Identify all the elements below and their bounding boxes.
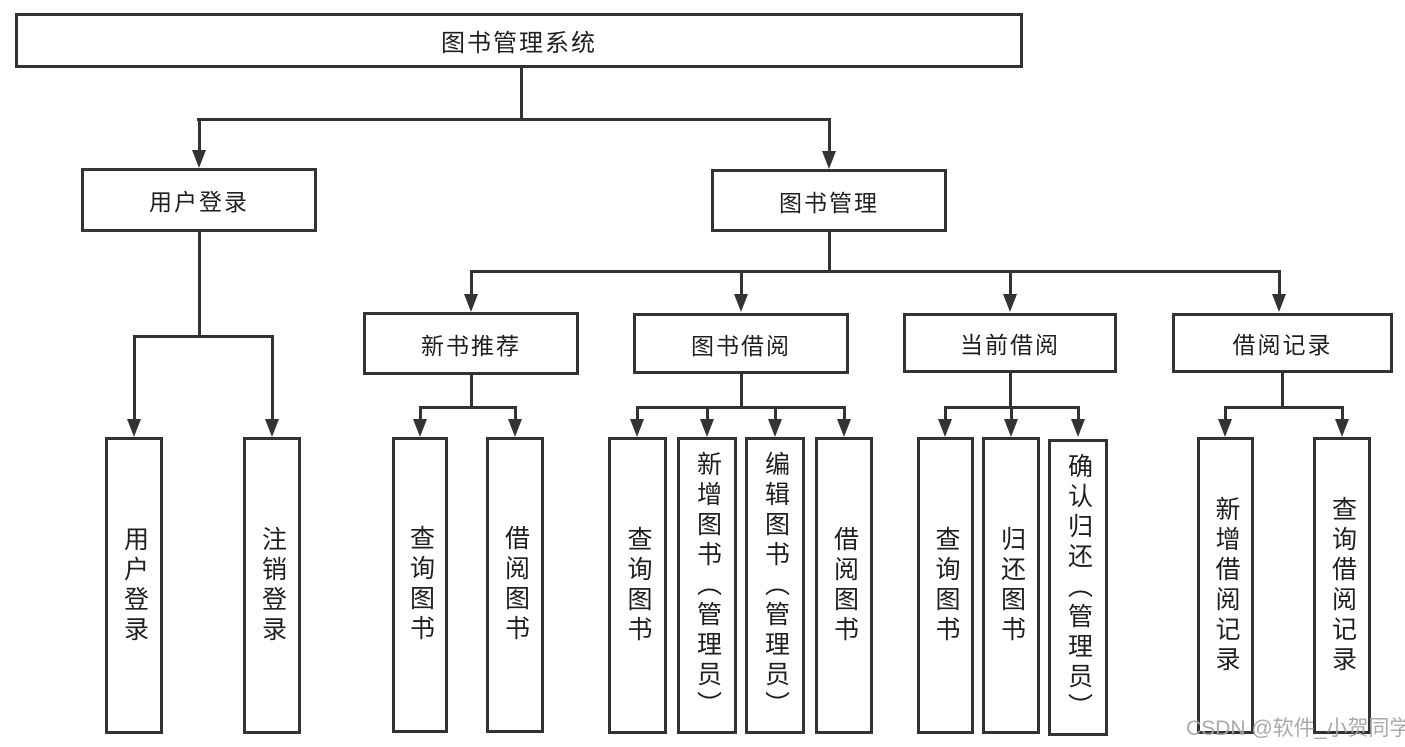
node-user-login-label: 用户登录 bbox=[149, 189, 249, 215]
connector-userlogin-stem bbox=[198, 232, 201, 337]
arrow-borrowing bbox=[734, 294, 748, 312]
connector-drop-borrowing bbox=[740, 270, 743, 294]
arrow-c2 bbox=[700, 419, 714, 437]
node-current-borrowing-label: 当前借阅 bbox=[960, 332, 1060, 358]
leaf-query-books-current-label: 查询图书 bbox=[932, 525, 960, 646]
connector-drop-c2 bbox=[706, 406, 709, 419]
arrow-e1 bbox=[1218, 419, 1232, 437]
leaf-query-borrow-record: 查询借阅记录 bbox=[1313, 437, 1371, 734]
connector-borrowing-split bbox=[636, 406, 846, 409]
node-book-management: 图书管理 bbox=[711, 169, 947, 232]
leaf-add-books-admin: 新增图书（管理员） bbox=[677, 437, 737, 734]
connector-drop-e1 bbox=[1224, 406, 1227, 419]
leaf-query-books-recommend: 查询图书 bbox=[392, 437, 448, 733]
leaf-query-borrow-record-label: 查询借阅记录 bbox=[1328, 495, 1357, 676]
connector-drop-b2 bbox=[514, 406, 517, 419]
connector-borrowing-stem bbox=[740, 374, 743, 408]
arrow-d1 bbox=[938, 419, 952, 437]
leaf-query-books-borrowing-label: 查询图书 bbox=[624, 525, 652, 646]
connector-drop-d2 bbox=[1010, 406, 1013, 419]
arrow-b2 bbox=[508, 419, 522, 437]
connector-newbook-stem bbox=[470, 375, 473, 408]
node-current-borrowing: 当前借阅 bbox=[903, 313, 1117, 373]
connector-current-stem bbox=[1009, 373, 1012, 408]
node-book-borrowing: 图书借阅 bbox=[633, 313, 849, 374]
connector-drop-new-book bbox=[470, 270, 473, 294]
arrow-current bbox=[1003, 294, 1017, 312]
leaf-borrow-books-recommend: 借阅图书 bbox=[486, 437, 544, 733]
node-root-label: 图书管理系统 bbox=[441, 30, 597, 57]
connector-newbook-split bbox=[419, 406, 517, 409]
connector-drop-c3 bbox=[774, 406, 777, 419]
leaf-return-books: 归还图书 bbox=[982, 437, 1040, 734]
leaf-user-login-label: 用户登录 bbox=[120, 525, 149, 646]
leaf-query-books-borrowing: 查询图书 bbox=[608, 437, 667, 734]
connector-root-stem bbox=[520, 68, 523, 120]
leaf-borrow-books: 借阅图书 bbox=[815, 437, 873, 734]
arrow-book-mgmt bbox=[822, 151, 836, 169]
leaf-borrow-books-label: 借阅图书 bbox=[830, 525, 859, 646]
leaf-logout: 注销登录 bbox=[243, 437, 301, 734]
leaf-add-borrow-record-label: 新增借阅记录 bbox=[1212, 495, 1240, 676]
connector-drop-user-login bbox=[198, 118, 201, 152]
connector-root-split bbox=[197, 118, 831, 121]
connector-drop-c1 bbox=[636, 406, 639, 419]
connector-userlogin-split bbox=[133, 335, 274, 338]
node-borrowing-records: 借阅记录 bbox=[1172, 313, 1393, 373]
connector-drop-e2 bbox=[1341, 406, 1344, 419]
node-user-login: 用户登录 bbox=[81, 168, 317, 232]
leaf-add-borrow-record: 新增借阅记录 bbox=[1197, 437, 1254, 734]
arrow-c1 bbox=[630, 419, 644, 437]
connector-drop-d3 bbox=[1077, 406, 1080, 419]
arrow-leaf-login bbox=[127, 419, 141, 437]
connector-drop-book-mgmt bbox=[828, 118, 831, 153]
csdn-watermark: CSDN @软件_小贺同学 bbox=[1186, 717, 1405, 740]
leaf-query-books-recommend-label: 查询图书 bbox=[406, 525, 435, 645]
leaf-edit-books-admin: 编辑图书（管理员） bbox=[745, 437, 805, 734]
arrow-records bbox=[1272, 294, 1286, 312]
leaf-query-books-current: 查询图书 bbox=[917, 437, 974, 734]
node-book-borrowing-label: 图书借阅 bbox=[691, 332, 791, 359]
connector-drop-leaf-login bbox=[133, 335, 136, 419]
leaf-add-books-admin-label: 新增图书（管理员） bbox=[693, 450, 722, 721]
connector-drop-c4 bbox=[843, 406, 846, 419]
arrow-leaf-logout bbox=[265, 419, 279, 437]
connector-drop-d1 bbox=[944, 406, 947, 419]
arrow-user-login bbox=[192, 150, 206, 168]
node-book-management-label: 图书管理 bbox=[779, 189, 879, 216]
arrow-c3 bbox=[768, 419, 782, 437]
arrow-d2 bbox=[1004, 419, 1018, 437]
leaf-return-books-label: 归还图书 bbox=[997, 525, 1026, 646]
arrow-new-book bbox=[464, 294, 478, 312]
leaf-borrow-books-recommend-label: 借阅图书 bbox=[501, 525, 530, 645]
node-borrowing-records-label: 借阅记录 bbox=[1232, 332, 1333, 358]
leaf-logout-label: 注销登录 bbox=[258, 525, 287, 646]
node-new-book-recommend-label: 新书推荐 bbox=[421, 332, 521, 359]
leaf-confirm-return-admin: 确认归还（管理员） bbox=[1048, 439, 1108, 736]
connector-drop-current bbox=[1009, 270, 1012, 294]
connector-drop-records bbox=[1278, 270, 1281, 294]
leaf-edit-books-admin-label: 编辑图书（管理员） bbox=[761, 450, 790, 721]
connector-bookmgmt-split bbox=[470, 270, 1280, 273]
arrow-b1 bbox=[413, 419, 427, 437]
node-new-book-recommend: 新书推荐 bbox=[363, 312, 579, 375]
node-root-system: 图书管理系统 bbox=[15, 13, 1023, 68]
leaf-user-login: 用户登录 bbox=[105, 437, 163, 734]
connector-drop-b1 bbox=[419, 406, 422, 419]
arrow-d3 bbox=[1071, 419, 1085, 437]
leaf-confirm-return-admin-label: 确认归还（管理员） bbox=[1064, 452, 1093, 723]
connector-records-split bbox=[1224, 406, 1344, 409]
arrow-c4 bbox=[837, 419, 851, 437]
arrow-e2 bbox=[1335, 419, 1349, 437]
connector-bookmgmt-stem bbox=[828, 232, 831, 272]
connector-records-stem bbox=[1281, 373, 1284, 408]
connector-drop-leaf-logout bbox=[271, 335, 274, 419]
